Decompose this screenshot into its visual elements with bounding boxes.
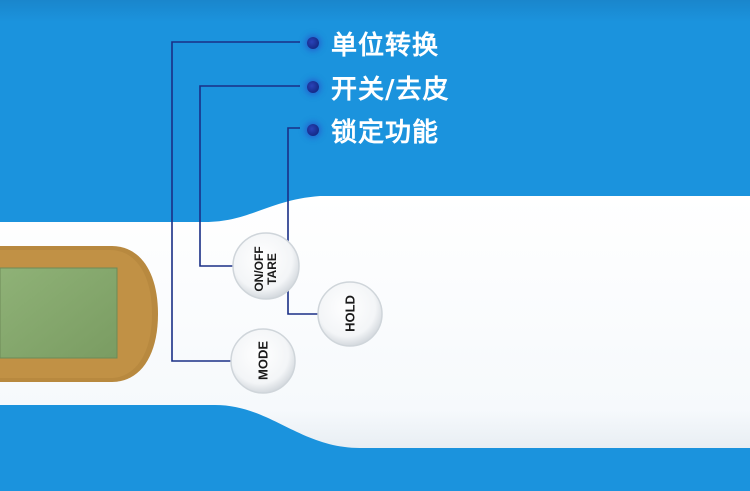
leader-line-unit [171,41,300,362]
leader-line-power [199,85,300,267]
mode-label: MODE [255,341,271,380]
callout-lock-function: 锁定功能 [307,115,439,148]
leader-line-lock [287,127,320,315]
callout-label-lock: 锁定功能 [331,117,440,148]
tare-label: TARE [265,253,279,285]
callout-dot-icon [307,81,319,93]
callout-dot-icon [307,124,319,136]
hold-label: HOLD [342,295,358,332]
callout-label-unit: 单位转换 [331,30,440,61]
lcd-screen [0,267,118,359]
background-top-strip [0,0,750,22]
onoff-tare-label: ON/OFF TARE [252,239,279,299]
callout-power-tare: 开关/去皮 [307,72,450,105]
callout-dot-icon [307,37,319,49]
mode-button[interactable] [230,328,296,394]
callout-unit-conversion: 单位转换 [307,28,439,61]
onoff-tare-button[interactable] [232,232,300,300]
hold-button[interactable] [317,281,383,347]
callout-label-power: 开关/去皮 [331,74,450,105]
